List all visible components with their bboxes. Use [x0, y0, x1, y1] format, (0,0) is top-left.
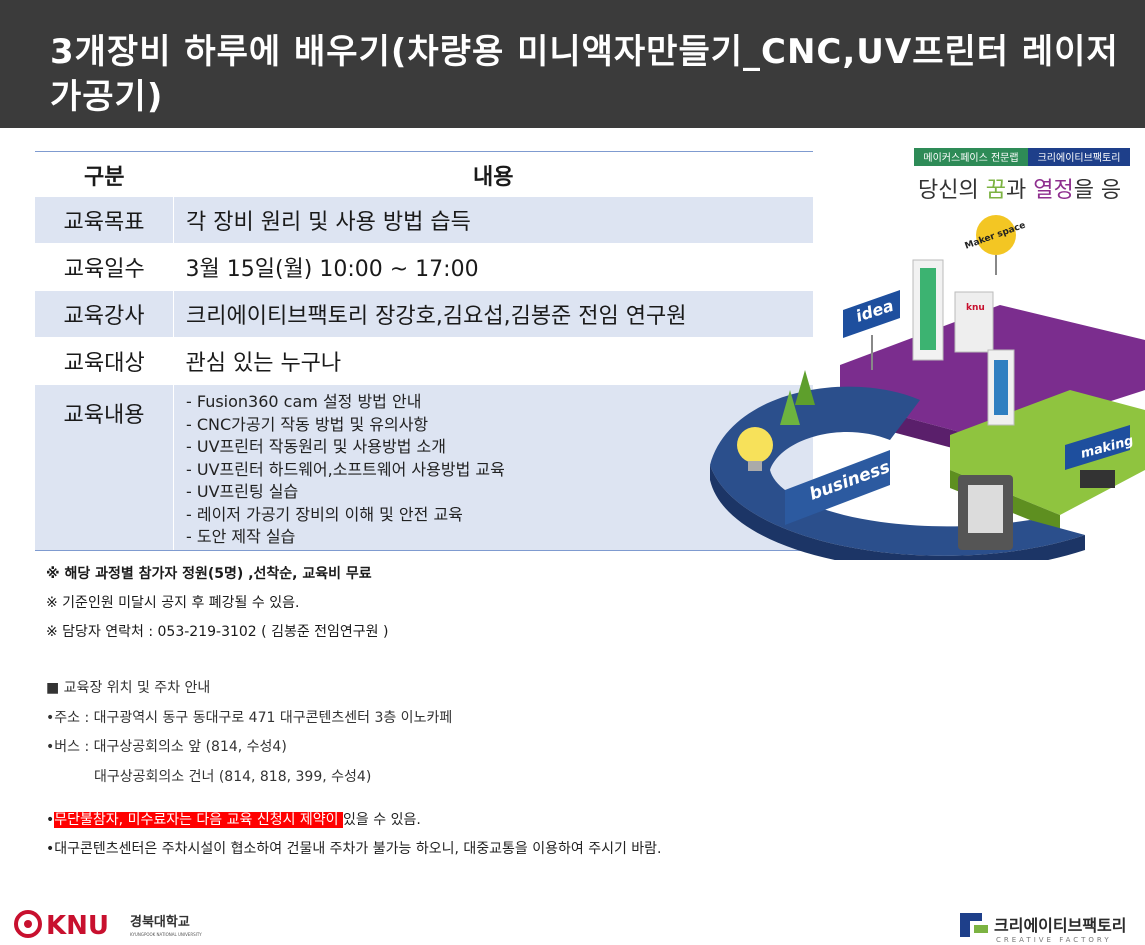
row-value: 크리에이티브팩토리 장강호,김요섭,김봉준 전임 연구원 — [173, 291, 813, 337]
row-key: 교육대상 — [63, 351, 145, 376]
knu-logo: KNU 경북대학교 KYUNGPOOK NATIONAL UNIVERSITY — [14, 910, 202, 941]
tree-icon — [780, 390, 800, 425]
row-key: 교육일수 — [63, 257, 145, 282]
making-sign — [1065, 425, 1130, 470]
bus-line: •버스 : 대구상공회의소 앞 (814, 수성4) — [46, 739, 287, 755]
tree-icon — [795, 370, 815, 405]
tag-cf: 크리에이티브팩토리 — [1038, 152, 1121, 164]
bus-line: 대구상공회의소 건너 (814, 818, 399, 수성4) — [94, 768, 372, 785]
list-item: - Fusion360 cam 설정 방법 안내 — [186, 392, 422, 411]
knu-name: 경북대학교 — [130, 914, 190, 930]
list-item: - UV프린터 작동원리 및 사용방법 소개 — [186, 437, 446, 456]
chip-icon — [1080, 470, 1115, 488]
location-heading: ■ 교육장 위치 및 주차 안내 — [46, 680, 211, 696]
table-row: 교육대상 관심 있는 누구나 — [35, 337, 813, 385]
page-title: 3개장비 하루에 배우기(차량용 미니액자만들기_CNC,UV프린터 레이저가공… — [50, 32, 1119, 117]
table-row: 교육강사 크리에이티브팩토리 장강호,김요섭,김봉준 전임 연구원 — [35, 291, 813, 337]
tag-makerspace: 메이커스페이스 전문랩 — [923, 152, 1018, 164]
idea-sign — [843, 290, 900, 338]
table-row: 교육목표 각 장비 원리 및 사용 방법 습득 — [35, 197, 813, 243]
note-line: ※ 담당자 연락처 : 053-219-3102 ( 김봉준 전임연구원 ) — [46, 624, 389, 640]
knu-name-en: KYUNGPOOK NATIONAL UNIVERSITY — [130, 932, 202, 937]
note-line: ※ 기준인원 미달시 공지 후 폐강될 수 있음. — [46, 595, 300, 611]
curriculum-list: - Fusion360 cam 설정 방법 안내 - CNC가공기 작동 방법 … — [186, 391, 813, 549]
business-sign — [785, 450, 890, 525]
address-line: •주소 : 대구광역시 동구 동대구로 471 대구콘텐츠센터 3층 이노카페 — [46, 709, 453, 726]
notes-section: ※ 해당 과정별 참가자 정원(5명) ,선착순, 교육비 무료 ※ 기준인원 … — [46, 560, 388, 647]
title-banner: 3개장비 하루에 배우기(차량용 미니액자만들기_CNC,UV프린터 레이저가공… — [0, 0, 1145, 128]
lightbulb-icon — [737, 427, 773, 463]
cf-emblem-icon — [960, 913, 970, 937]
highlighted-warning: 무단불참자, 미수료자는 다음 교육 신청시 제약이 — [54, 812, 344, 828]
list-item: - CNC가공기 작동 방법 및 유의사항 — [186, 414, 429, 434]
table-header-key: 구분 — [35, 151, 174, 197]
list-item: - 레이저 가공기 장비의 이해 및 안전 교육 — [186, 504, 463, 524]
warnings-section: •무단불참자, 미수료자는 다음 교육 신청시 제약이 있을 수 있음. •대구… — [46, 806, 662, 864]
maker-space-badge — [976, 215, 1016, 255]
knu-emblem-icon — [14, 910, 42, 938]
row-key: 교육강사 — [35, 291, 174, 337]
row-value-list: - Fusion360 cam 설정 방법 안내 - CNC가공기 작동 방법 … — [173, 385, 813, 551]
warning-line: •대구콘텐츠센터은 주차시설이 협소하여 건물내 주차가 불가능 하오니, 대중… — [46, 841, 662, 857]
location-section: ■ 교육장 위치 및 주차 안내 •주소 : 대구광역시 동구 동대구로 471… — [46, 674, 452, 792]
row-value: 각 장비 원리 및 사용 방법 습득 — [173, 197, 813, 243]
bullet: • — [46, 812, 55, 828]
row-value: 관심 있는 누구나 — [185, 351, 342, 376]
creative-factory-logo: 크리에이티브팩토리 CREATIVE FACTORY — [960, 913, 1126, 944]
slogan: 당신의 꿈과 열정을 응 — [918, 178, 1121, 203]
list-item: - UV프린터 하드웨어,소프트웨어 사용방법 교육 — [186, 459, 505, 479]
table-header-value: 내용 — [173, 151, 813, 197]
building-knu — [954, 291, 994, 353]
list-item: - 도안 제작 실습 — [186, 527, 296, 546]
tag-makerspace-bg — [914, 148, 1028, 166]
cf-name: 크리에이티브팩토리 — [994, 916, 1126, 935]
knu-mark: KNU — [46, 911, 109, 941]
table-row: 교육내용 - Fusion360 cam 설정 방법 안내 - CNC가공기 작… — [35, 385, 813, 551]
tag-cf-bg — [1028, 148, 1130, 166]
table-row: 교육일수 3월 15일(월) 10:00 ~ 17:00 — [35, 243, 813, 291]
sign-knu: knu — [966, 303, 985, 313]
list-item: - UV프린팅 실습 — [186, 482, 299, 501]
row-value: 3월 15일(월) 10:00 ~ 17:00 — [185, 257, 479, 282]
warning-rest: 있을 수 있음. — [343, 812, 421, 828]
course-info-table: 구분 내용 교육목표 각 장비 원리 및 사용 방법 습득 교육일수 3월 15… — [35, 151, 813, 551]
note-line: ※ 해당 과정별 참가자 정원(5명) ,선착순, 교육비 무료 — [46, 566, 372, 582]
warning-line: •무단불참자, 미수료자는 다음 교육 신청시 제약이 있을 수 있음. — [46, 806, 662, 835]
cf-name-en: CREATIVE FACTORY — [996, 936, 1112, 944]
makerspace-illustration: 메이커스페이스 전문랩 크리에이티브팩토리 당신의 꿈과 열정을 응 knu M… — [710, 148, 1145, 560]
row-key: 교육내용 — [35, 385, 174, 551]
row-key: 교육목표 — [35, 197, 174, 243]
